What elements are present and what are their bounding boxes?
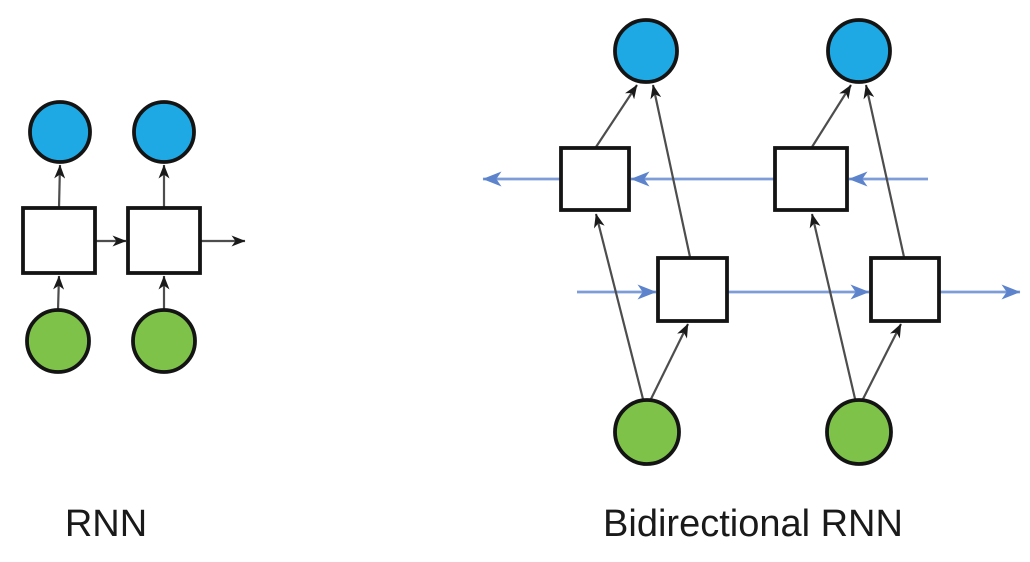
- bidirectional-rnn-diagram: [482, 18, 1021, 466]
- birnn-edge-input1-forward1: [649, 323, 689, 402]
- rnn-output-circle-2: [132, 100, 196, 164]
- birnn-edge-backward1-output1: [595, 84, 638, 148]
- birnn-edge-input2-forward2: [861, 323, 902, 402]
- rnn-hidden-cell-2: [126, 206, 202, 275]
- birnn-edge-forward1-output1: [650, 84, 692, 258]
- birnn-edge-input1-backward1: [593, 213, 646, 404]
- birnn-backward-cell-1: [559, 146, 631, 212]
- rnn-caption: RNN: [64, 503, 148, 545]
- birnn-edge-backward2-output2: [811, 84, 852, 148]
- rnn-output-circle-1: [28, 100, 92, 164]
- birnn-forward-cell-1: [656, 256, 729, 323]
- rnn-edge-input1-hidden1: [53, 275, 65, 311]
- birnn-edge-forward2-output2: [863, 84, 906, 258]
- rnn-input-circle-2: [131, 308, 197, 374]
- rnn-edge-hidden1-output1: [54, 164, 66, 209]
- bidirectional-rnn-caption: Bidirectional RNN: [603, 503, 903, 545]
- birnn-output-circle-1: [613, 18, 679, 84]
- birnn-input-circle-1: [613, 398, 681, 466]
- rnn-input-circle-1: [25, 308, 91, 374]
- birnn-edge-input2-backward2: [809, 213, 858, 404]
- rnn-hidden-cell-1: [21, 206, 97, 275]
- birnn-output-circle-2: [826, 18, 892, 84]
- birnn-backward-cell-2: [773, 146, 849, 212]
- rnn-diagram: [21, 100, 246, 374]
- birnn-input-circle-2: [825, 398, 893, 466]
- birnn-forward-cell-2: [869, 256, 941, 323]
